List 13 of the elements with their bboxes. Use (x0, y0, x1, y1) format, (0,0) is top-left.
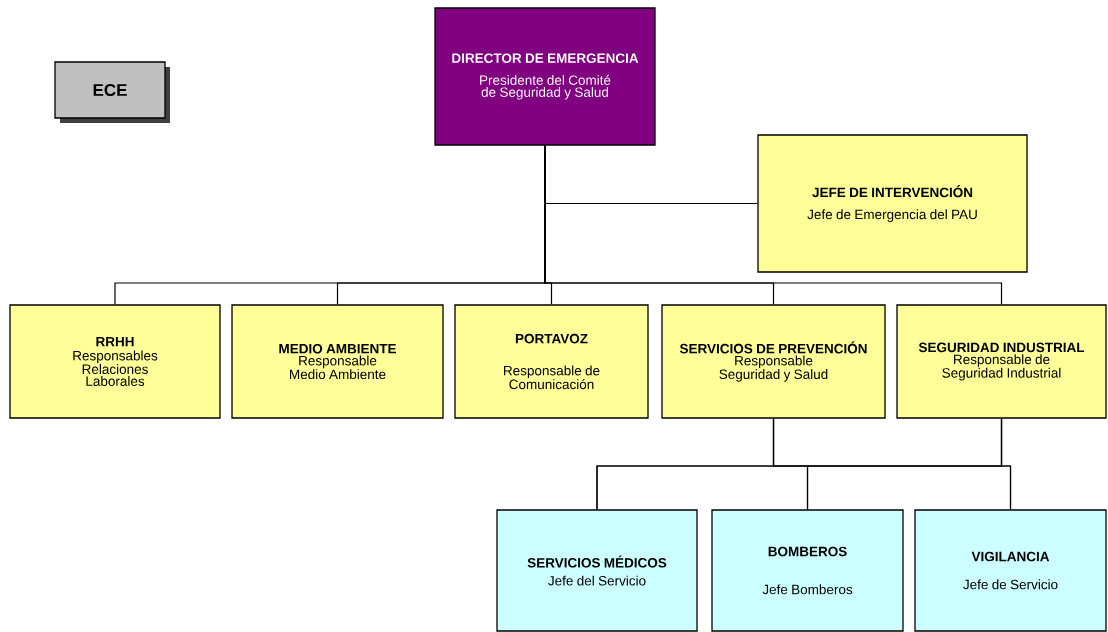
service-box: VIGILANCIA Jefe de Servicio (914, 509, 1107, 632)
role-box: JEFE DE INTERVENCIÓN Jefe de Emergencia del PAU (757, 134, 1028, 273)
role-box: MEDIO AMBIENTE Responsable Medio Ambiente (231, 304, 444, 419)
director-box: DIRECTOR DE EMERGENCIA Presidente del Comité de Seguridad y Salud (434, 7, 656, 146)
role-box: PORTAVOZ Responsable de Comunicación (454, 304, 649, 419)
service-box: BOMBEROS Jefe Bomberos (711, 509, 904, 632)
role-box: RRHH Responsables Relaciones Laborales (9, 304, 221, 419)
role-box: SERVICIOS DE PREVENCIÓN Responsable Seguridad y Salud (661, 304, 886, 419)
connector-line (1000, 418, 1012, 510)
role-box: SEGURIDAD INDUSTRIAL Responsable de Seguridad Industrial (896, 304, 1107, 419)
connector-line (544, 145, 1003, 305)
service-box: SERVICIOS MÉDICOS Jefe del Servicio (496, 509, 698, 632)
label-box: ECE (54, 61, 170, 123)
